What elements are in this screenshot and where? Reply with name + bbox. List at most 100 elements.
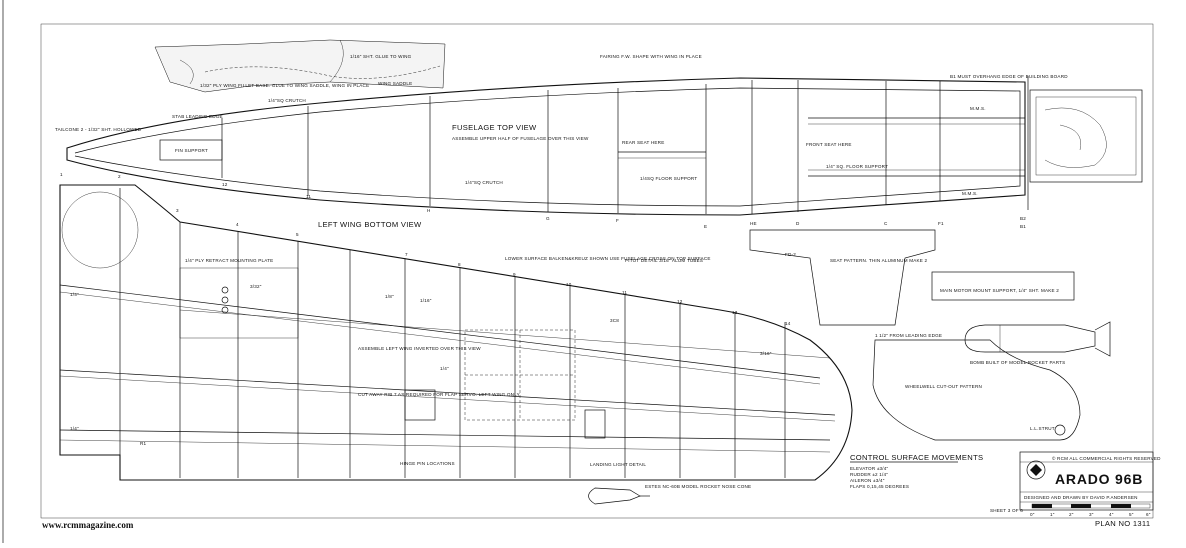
former-f: F xyxy=(616,218,619,223)
rib-r1: R1 xyxy=(140,441,147,446)
designer-label: DESIGNED AND DRAWN BY DAVID P.ANDERSEN xyxy=(1024,495,1138,500)
glue-to-wing-label: 1/16" SHT. GLUE TO WING xyxy=(350,54,412,59)
rib-11: 11 xyxy=(622,290,627,295)
former-g: G xyxy=(546,216,550,221)
dim-1-4-c: 1/4" xyxy=(440,366,449,371)
rights-label: © RCM ALL COMMERCIAL RIGHTS RESERVED xyxy=(1052,455,1161,461)
former-he: HE xyxy=(750,221,757,226)
floor-support-rear-label: 1/4SQ FLOOR SUPPORT xyxy=(640,176,697,181)
assemble-wing-note: ASSEMBLE LEFT WING INVERTED OVER THIS VI… xyxy=(358,346,481,351)
scale-tick-4: 4" xyxy=(1109,512,1114,517)
overhang-note: B1 MUST OVERHANG EDGE OF BUILDING BOARD xyxy=(950,74,1068,79)
control-surface-table: CONTROL SURFACE MOVEMENTS ELEVATOR ±3/4"… xyxy=(850,453,983,489)
control-row-flaps: FLAPS 0,15,45 DEGREES xyxy=(850,484,909,489)
dim-1-4-a: 1/4" xyxy=(70,292,79,297)
control-surface-heading: CONTROL SURFACE MOVEMENTS xyxy=(850,453,983,462)
dim-1-16: 1/16" xyxy=(420,298,432,303)
former-e: E xyxy=(704,224,707,229)
control-row-elevator: ELEVATOR ±3/4" xyxy=(850,466,889,471)
rib-12: 12 xyxy=(677,299,683,304)
scale-tick-6: 6" xyxy=(1146,512,1151,517)
station-b1: B1 xyxy=(1020,224,1026,229)
wing-fillet: 1/16" SHT. GLUE TO WING 1/32" PLY WING F… xyxy=(154,39,446,93)
fairing-note: FAIRING F.W. SHAPE WITH WING IN PLACE xyxy=(600,54,702,59)
fillet-label: 1/32" PLY WING FILLET BASE. GLUE TO WING… xyxy=(200,83,369,88)
fuselage-top-view-title: FUSELAGE TOP VIEW xyxy=(452,123,537,132)
landing-light-label: LANDING LIGHT DETAIL xyxy=(590,462,646,467)
wing-saddle-label: WING SADDLE xyxy=(378,81,412,86)
former-h: H xyxy=(427,208,431,213)
retract-plate-label: 1/4" PLY RETRACT MOUNTING PLATE xyxy=(185,258,273,263)
rib-1: 1 xyxy=(60,172,63,177)
fuselage-assemble-note: ASSEMBLE UPPER HALF OF FUSELAGE OVER THI… xyxy=(452,136,589,141)
rcm-logo-icon xyxy=(1026,460,1046,480)
control-row-aileron: AILERON ±3/4" xyxy=(850,478,885,483)
rib-10: 10 xyxy=(566,282,572,287)
former-f1: F1 xyxy=(938,221,944,226)
rib-14: 14 xyxy=(785,321,791,326)
pitot-label: PITOT DETAIL 3/16" ALUM TUBES xyxy=(625,258,703,263)
rib-5: 5 xyxy=(296,232,299,237)
left-wing-bottom-view: LEFT WING BOTTOM VIEW 1/4" PLY RETRACT M… xyxy=(59,172,853,481)
left-wing-view-title: LEFT WING BOTTOM VIEW xyxy=(318,220,422,229)
plan-title: ARADO 96B xyxy=(1055,471,1143,487)
motor-mount-support: MAIN MOTOR MOUNT SUPPORT, 1/4" SHT. MAKE… xyxy=(931,271,1075,301)
scale-tick-2: 2" xyxy=(1069,512,1074,517)
plan-border xyxy=(40,23,1154,519)
mms-bottom-label: M.M.S. xyxy=(962,191,978,196)
cut-away-note: CUT AWAY RIB 7 AS REQUIRED FOR FLAP SERV… xyxy=(358,392,520,397)
rear-seat-label: REAR SEAT HERE xyxy=(622,140,664,145)
crutch-top-label: 1/4"SQ CRUTCH xyxy=(268,98,306,103)
landing-light-detail: LANDING LIGHT DETAIL ESTES NC-60B MODEL … xyxy=(588,462,751,505)
scale-tick-5: 5" xyxy=(1129,512,1134,517)
estes-label: ESTES NC-60B MODEL ROCKET NOSE CONE xyxy=(645,484,751,489)
bomb-label: BOMB BUILT OF MODEL ROCKET PARTS xyxy=(970,360,1065,365)
title-block: © RCM ALL COMMERCIAL RIGHTS RESERVED ARA… xyxy=(990,451,1161,528)
rib-13: 13 xyxy=(732,310,738,315)
seat-pattern-label: SEAT PATTERN. THIN ALUMINUM MAKE 2 xyxy=(830,258,927,263)
dim-1-8: 1/8" xyxy=(385,294,394,299)
dim-3-32: 3/32" xyxy=(250,284,262,289)
rib-9: 9 xyxy=(513,272,516,277)
bomb-detail: BOMB BUILT OF MODEL ROCKET PARTS xyxy=(964,321,1111,365)
tailcone-label: TAILCONE 2 - 1/32" SHT. HOLLOWED xyxy=(55,127,142,132)
sheet-label: SHEET 3 OF 6 xyxy=(990,508,1023,513)
wheelwell-label: WHEELWELL CUT-OUT PATTERN xyxy=(905,384,982,389)
lower-surface-note: LOWER SURFACE BALKEN&KREUZ SHOWN USE FUS… xyxy=(505,256,711,261)
hinge-label: HINGE PIN LOCATIONS xyxy=(400,461,455,466)
seat-pattern: FD-2 SEAT PATTERN. THIN ALUMINUM MAKE 2 xyxy=(749,229,936,326)
motor-mount-label: MAIN MOTOR MOUNT SUPPORT, 1/4" SHT. MAKE… xyxy=(940,288,1059,293)
dim-3c8: 3C8 xyxy=(610,318,619,323)
front-seat-label: FRONT SEAT HERE xyxy=(806,142,852,147)
former-11: 11 xyxy=(306,194,311,199)
rib-7: 7 xyxy=(405,252,408,257)
station-b2: B2 xyxy=(1020,216,1026,221)
scale-tick-3: 3" xyxy=(1089,512,1094,517)
scale-bar: 0" 1" 2" 3" 4" 5" 6" xyxy=(1030,503,1151,517)
dim-3-16: 3/16" xyxy=(760,351,772,356)
former-c: C xyxy=(884,221,888,226)
stab-leading-label: STAB LEADING EDGE xyxy=(172,114,223,119)
former-12: 12 xyxy=(222,182,228,187)
plan-number: PLAN NO 1311 xyxy=(1095,519,1150,528)
fin-support-label: FIN SUPPORT xyxy=(175,148,208,153)
dim-1-4-b: 1/4" xyxy=(70,426,79,431)
former-d: D xyxy=(796,221,800,226)
rib-3: 3 xyxy=(176,208,179,213)
fuselage-top-view: FUSELAGE TOP VIEW ASSEMBLE UPPER HALF OF… xyxy=(55,54,1143,229)
control-row-rudder: RUDDER ±2 1/4" xyxy=(850,472,888,477)
rib-4: 4 xyxy=(236,222,239,227)
scale-tick-0: 0" xyxy=(1030,512,1035,517)
rib-8: 8 xyxy=(458,262,461,267)
strut-label: L.L.STRUT xyxy=(1030,426,1055,431)
website-label: www.rcmmagazine.com xyxy=(42,520,134,530)
floor-support-front-label: 1/4" SQ. FLOOR SUPPORT xyxy=(826,164,888,169)
fd2-label: FD-2 xyxy=(785,252,796,257)
wheelwell-pattern: 1 1/2" FROM LEADING EDGE WHEELWELL CUT-O… xyxy=(872,333,1081,441)
crutch-bottom-label: 1/4"SQ CRUTCH xyxy=(465,180,503,185)
scale-tick-1: 1" xyxy=(1050,512,1055,517)
rib-2: 2 xyxy=(118,174,121,179)
mms-top-label: M.M.S. xyxy=(970,106,986,111)
